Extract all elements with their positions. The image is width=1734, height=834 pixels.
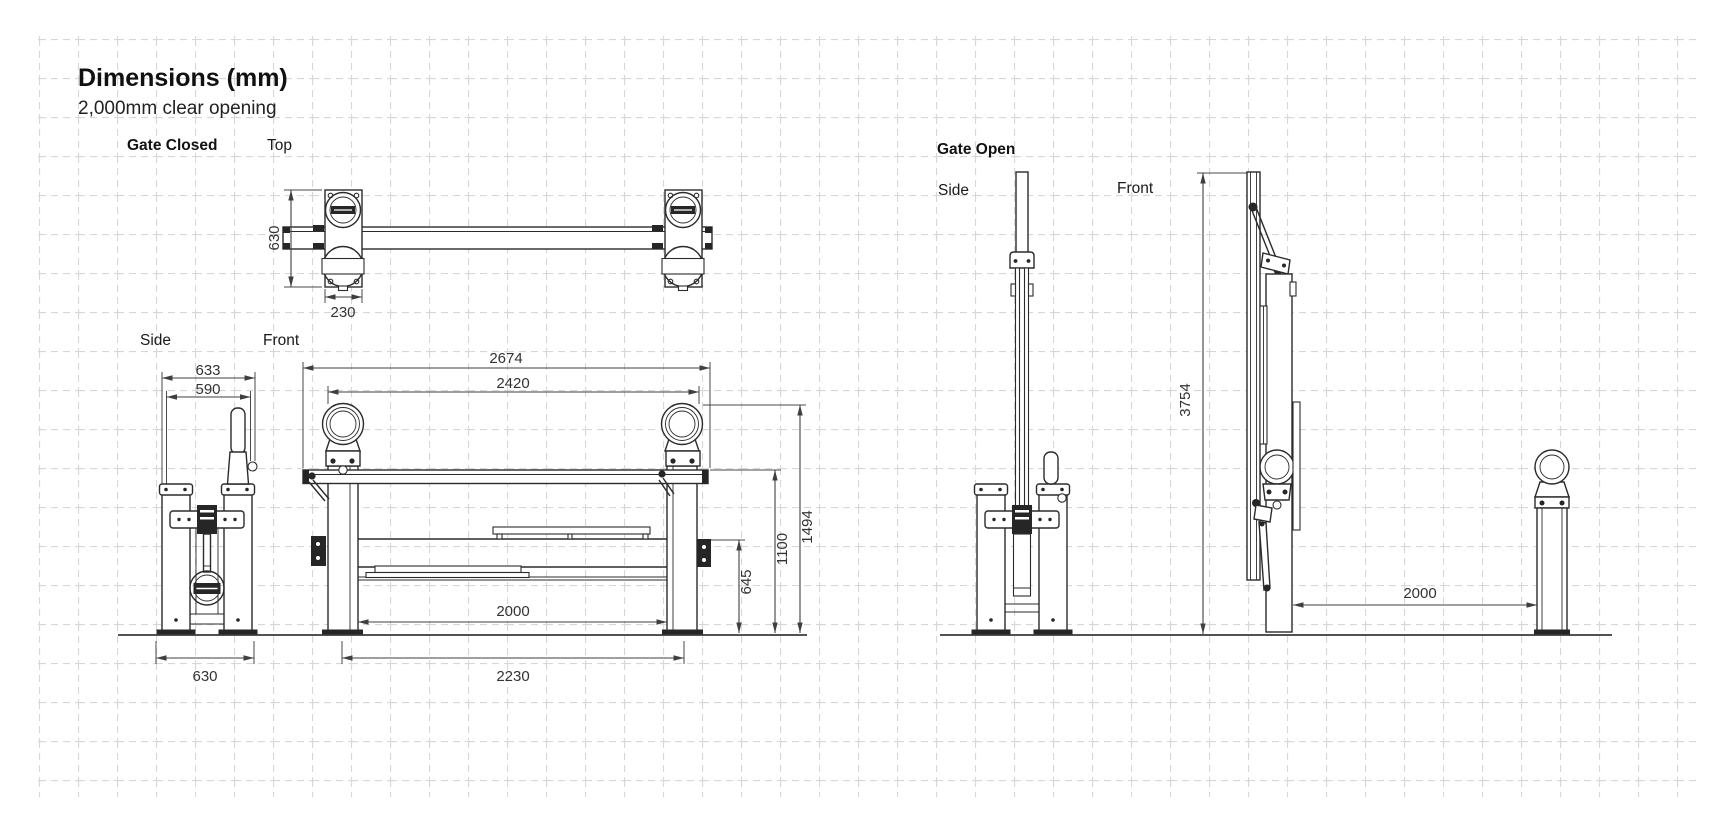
closed-top-view-label: Top (267, 137, 292, 154)
dim-value-open-height: 3754 (1177, 383, 1194, 416)
front-hinge-ring-right (660, 402, 704, 467)
dim-side-widths: 633 590 (161, 362, 258, 486)
front-post-right (666, 465, 698, 633)
open-side-view (971, 171, 1073, 636)
dim-value-height-overall: 1494 (799, 510, 816, 543)
front-post-left (327, 465, 359, 633)
side-post-right (223, 487, 253, 633)
open-front-latch-post (1534, 449, 1570, 636)
dim-value-front-base-span: 2230 (496, 668, 529, 685)
front-mid-rails (358, 526, 667, 581)
dim-clear-opening-closed: 2000 (358, 603, 667, 625)
page-subtitle: 2,000mm clear opening (78, 98, 277, 119)
side-mechanism (169, 505, 245, 625)
side-foot-left (156, 629, 196, 636)
side-foot-right (218, 629, 258, 636)
open-side-foot-right (1033, 629, 1073, 636)
header: Dimensions (mm) 2,000mm clear opening (78, 64, 288, 119)
dim-value-height-top-rail: 1100 (774, 533, 791, 565)
dim-value-front-frame-width: 2420 (496, 375, 529, 392)
page-title: Dimensions (mm) (78, 64, 288, 92)
open-side-post-left (976, 487, 1006, 633)
closed-side-view-label: Side (140, 332, 171, 349)
top-view-left-hinge (321, 189, 365, 292)
front-top-rail (302, 469, 709, 485)
dim-value-side-overall-width: 633 (195, 362, 220, 379)
open-front-post (1259, 273, 1301, 633)
dashed-grid-background (38, 36, 1698, 797)
dim-value-top-height: 630 (266, 225, 283, 250)
dim-clear-opening-open: 2000 (1293, 585, 1537, 608)
open-side-foot-left (971, 629, 1011, 636)
front-hinge-straps (308, 470, 675, 502)
dim-side-base-width: 630 (155, 641, 255, 685)
top-view-beam (282, 226, 713, 250)
top-view-right-hinge (661, 189, 705, 292)
dim-top-hinge-width: 230 (324, 289, 363, 321)
dim-value-height-lower: 645 (738, 569, 755, 594)
dim-value-side-base-width: 630 (192, 668, 217, 685)
dim-value-clear-opening-closed: 2000 (496, 603, 529, 620)
front-latch-bracket (697, 539, 711, 567)
open-side-post-right (1038, 487, 1068, 633)
dim-value-side-inner-width: 590 (195, 381, 220, 398)
gate-closed-label: Gate Closed (127, 137, 217, 154)
closed-side-view: 633 590 (155, 362, 258, 685)
front-left-bracket (311, 536, 326, 566)
dim-open-height: 3754 (1177, 172, 1247, 634)
closed-front-view-label: Front (263, 332, 300, 349)
front-foot-right (662, 629, 703, 636)
closed-top-view: 630 230 (266, 189, 713, 321)
closed-front-view: 2674 2420 (118, 350, 816, 685)
side-arm-tip (226, 407, 250, 485)
dim-value-top-hinge-width: 230 (330, 304, 355, 321)
front-foot-left (322, 629, 363, 636)
front-hinge-ring-left (321, 402, 365, 467)
open-front-view: 3754 (940, 171, 1612, 636)
dim-front-widths: 2674 2420 (302, 350, 711, 468)
open-side-mechanism (984, 505, 1060, 613)
dim-front-heights: 1494 1100 645 (703, 404, 816, 633)
dim-value-front-overall-width: 2674 (489, 350, 522, 367)
open-side-arm-tip (1043, 451, 1059, 485)
dim-top-height: 630 (266, 189, 322, 288)
open-front-view-label: Front (1117, 180, 1154, 197)
view-labels: Gate Closed Top Side Front Gate Open Sid… (127, 137, 1154, 349)
side-post-left (161, 487, 191, 633)
gate-open-label: Gate Open (937, 141, 1015, 158)
dim-front-base-span: 2230 (341, 641, 685, 685)
open-side-view-label: Side (938, 182, 969, 199)
open-front-bottom-linkage (1252, 499, 1273, 592)
dim-value-clear-opening-open: 2000 (1403, 585, 1436, 602)
